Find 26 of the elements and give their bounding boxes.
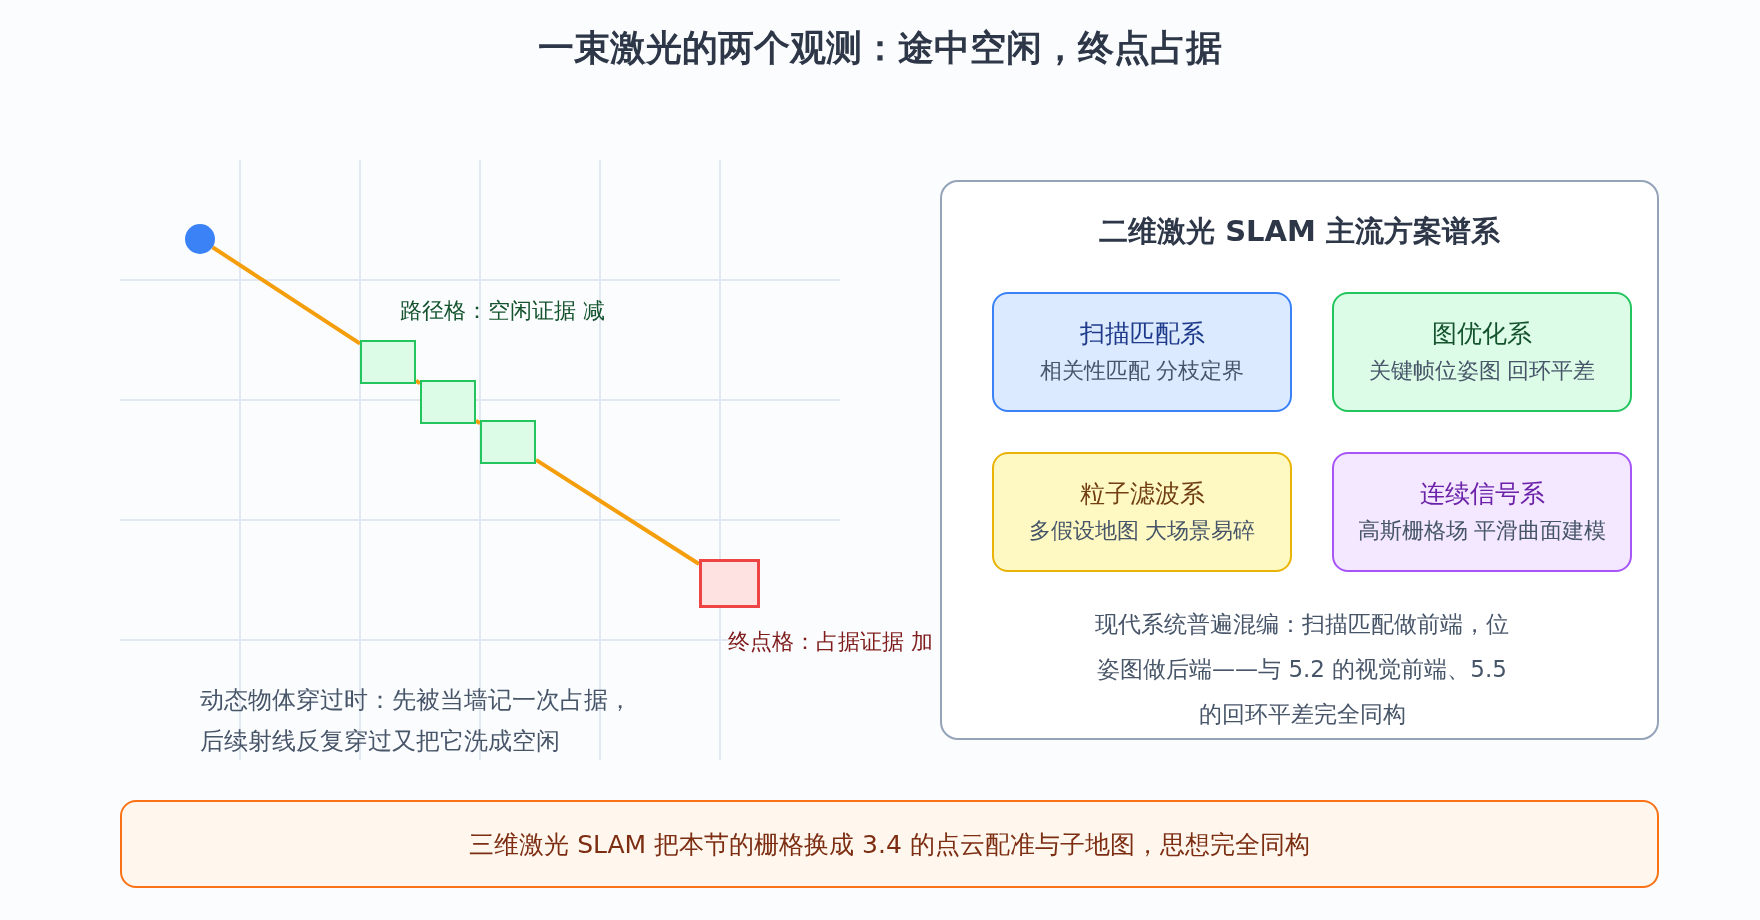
free-cell — [420, 380, 476, 424]
summary-text: 三维激光 SLAM 把本节的栅格换成 3.4 的点云配准与子地图，思想完全同构 — [469, 828, 1310, 861]
ray-line — [211, 245, 362, 346]
path-cell-label: 路径格：空闲证据 减 — [400, 297, 605, 325]
free-cell — [360, 340, 416, 384]
scheme-card — [992, 452, 1292, 572]
card-body: 高斯栅格场 平滑曲面建模 — [1357, 517, 1607, 545]
card-heading: 图优化系 — [1432, 318, 1532, 350]
free-cell — [480, 420, 536, 464]
scheme-card — [1332, 452, 1632, 572]
card-heading: 粒子滤波系 — [1079, 478, 1205, 510]
panel-card — [940, 180, 1659, 740]
laser-source-dot — [185, 224, 215, 254]
occupied-cell — [699, 559, 760, 608]
card-body: 多假设地图 大场景易碎 — [1028, 517, 1256, 545]
card-body: 相关性匹配 分枝定界 — [1039, 357, 1245, 385]
scheme-card — [992, 292, 1292, 412]
summary-banner — [120, 800, 1659, 888]
panel-note: 现代系统普遍混编：扫描匹配做前端，位姿图做后端——与 5.2 的视觉前端、5.5 的回环平差完全同构 — [1094, 610, 1510, 729]
panel-title: 二维激光 SLAM 主流方案谱系 — [1098, 213, 1501, 250]
scheme-card — [1332, 292, 1632, 412]
title: 一束激光的两个观测：途中空闲，终点占据 — [538, 27, 1222, 68]
card-heading: 扫描匹配系 — [1079, 318, 1205, 350]
card-heading: 连续信号系 — [1419, 478, 1545, 510]
card-body: 关键帧位姿图 回环平差 — [1368, 357, 1596, 385]
dynamic-object-note: 动态物体穿过时：先被当墙记一次占据，后续射线反复穿过又把它洗成空闲 — [200, 685, 633, 757]
